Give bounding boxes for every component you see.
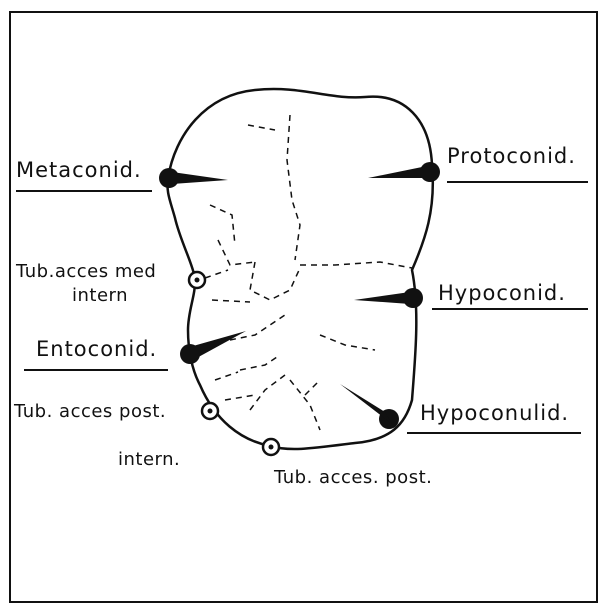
metaconid-marker	[159, 168, 228, 188]
entoconid-label: Entoconid.	[36, 339, 157, 360]
hypoconulid-marker	[340, 384, 399, 429]
entoconid-marker	[180, 331, 246, 364]
tub-acces-post-label: Tub. acces. post.	[274, 469, 432, 487]
tub-acces-med-intern-label-line1: Tub.acces med	[16, 263, 156, 281]
tub-acces-post-intern-marker	[202, 403, 218, 419]
tub-acces-med-intern-marker	[189, 272, 205, 288]
hypoconulid-label: Hypoconulid.	[420, 403, 569, 424]
metaconid-label: Metaconid.	[16, 160, 142, 181]
tub-acces-post-intern-label-line1: Tub. acces post.	[14, 403, 166, 421]
tooth-outline	[167, 89, 432, 449]
fissure-lines	[205, 115, 412, 430]
tub-acces-post-intern-label-line2: intern.	[118, 451, 180, 469]
protoconid-marker	[368, 162, 440, 182]
hypoconid-label: Hypoconid.	[438, 283, 566, 304]
label-underlines	[16, 182, 588, 433]
tub-acces-med-intern-label-line2: intern	[72, 287, 128, 305]
protoconid-label: Protoconid.	[447, 146, 576, 167]
tub-acces-post-marker	[263, 439, 279, 455]
hypoconid-marker	[354, 288, 423, 308]
